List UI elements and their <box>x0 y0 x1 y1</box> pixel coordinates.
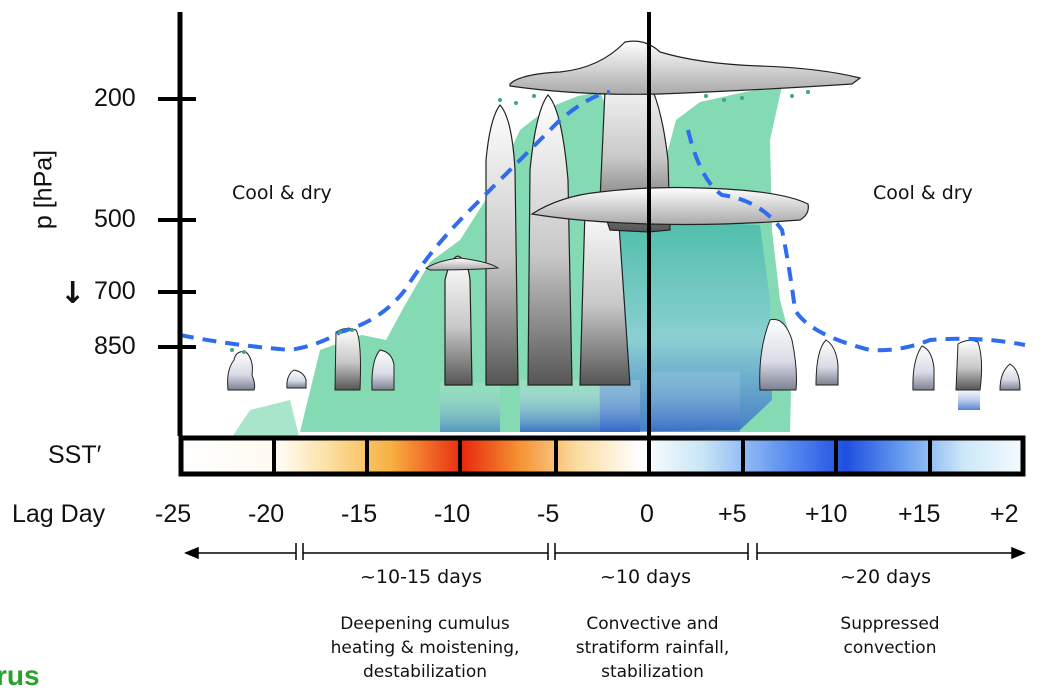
phase-arrows <box>184 543 1026 560</box>
moisture-top-dashed-line <box>179 90 611 353</box>
phase-description-line: destabilization <box>362 662 488 682</box>
cumulus-tower <box>527 94 573 386</box>
phase-description-line: stratiform rainfall, <box>575 638 730 658</box>
lag-tick: +2 <box>990 500 1019 528</box>
anvil-cloud <box>424 257 500 271</box>
cumulus-tower <box>485 104 519 386</box>
shallow-cumulus <box>334 327 361 391</box>
moisture-dots <box>230 90 810 354</box>
lag-tick: -20 <box>248 500 285 528</box>
down-arrow-icon: ↓ <box>60 276 86 311</box>
shallow-cumulus <box>912 345 935 391</box>
phase-description-line: stabilization <box>601 662 704 682</box>
y-tick-label: 850 <box>94 332 136 360</box>
y-tick-label: 700 <box>94 277 136 305</box>
sst-bar <box>178 435 1026 477</box>
lag-tick: +10 <box>805 500 848 528</box>
moisture-top-dashed-line <box>686 129 1026 353</box>
shallow-cumulus <box>815 339 839 386</box>
lag-tick: -25 <box>155 500 192 528</box>
phase-description-line: Convective and <box>586 614 719 634</box>
sst-label: SST′ <box>48 441 102 469</box>
shallow-cumulus <box>759 318 797 391</box>
lag-tick: 0 <box>640 500 654 528</box>
lag-tick: -15 <box>341 500 378 528</box>
lag-tick: +5 <box>718 500 747 528</box>
lag-tick: -10 <box>434 500 471 528</box>
y-axis-title: p [hPa] <box>29 149 58 230</box>
rain-shading <box>520 380 640 432</box>
region-label-right: Cool & dry <box>873 182 973 204</box>
phase-description: Convective and stratiform rainfall, stab… <box>555 612 750 684</box>
sst-bar-ticks <box>272 438 932 474</box>
phase-duration: ~20 days <box>840 566 931 588</box>
shallow-cumulus <box>999 363 1021 391</box>
brand-fragment: rus <box>0 660 40 691</box>
phase-description-line: Deepening cumulus <box>340 614 510 634</box>
lag-day-label: Lag Day <box>12 500 106 528</box>
lag-tick: -5 <box>537 500 560 528</box>
y-tick-label: 200 <box>94 84 136 112</box>
cumulus-tower <box>444 255 473 386</box>
rain-shading-2 <box>440 382 500 432</box>
moisture-region-low <box>230 400 300 440</box>
phase-description: Suppressed convection <box>790 612 990 660</box>
shallow-cumulus <box>227 351 256 391</box>
phase-duration: ~10-15 days <box>360 566 483 588</box>
phase-duration: ~10 days <box>600 566 691 588</box>
anvil-cloud <box>509 40 862 95</box>
phase-description-line: convection <box>843 638 937 658</box>
rain-shading-3 <box>650 372 740 432</box>
rain-shading-4 <box>958 385 980 410</box>
y-tick-label: 500 <box>94 205 136 233</box>
phase-description-line: Suppressed <box>840 614 940 634</box>
shallow-cumulus <box>371 349 395 391</box>
lag-tick: +15 <box>898 500 941 528</box>
shallow-cumulus-group <box>227 318 1021 391</box>
phase-description-line: heating & moistening, <box>330 638 520 658</box>
phase-description: Deepening cumulus heating & moistening, … <box>305 612 545 684</box>
shallow-cumulus <box>955 339 983 391</box>
y-axis-ticks <box>158 97 196 349</box>
region-label-left: Cool & dry <box>232 182 332 204</box>
shallow-cumulus <box>286 369 307 389</box>
